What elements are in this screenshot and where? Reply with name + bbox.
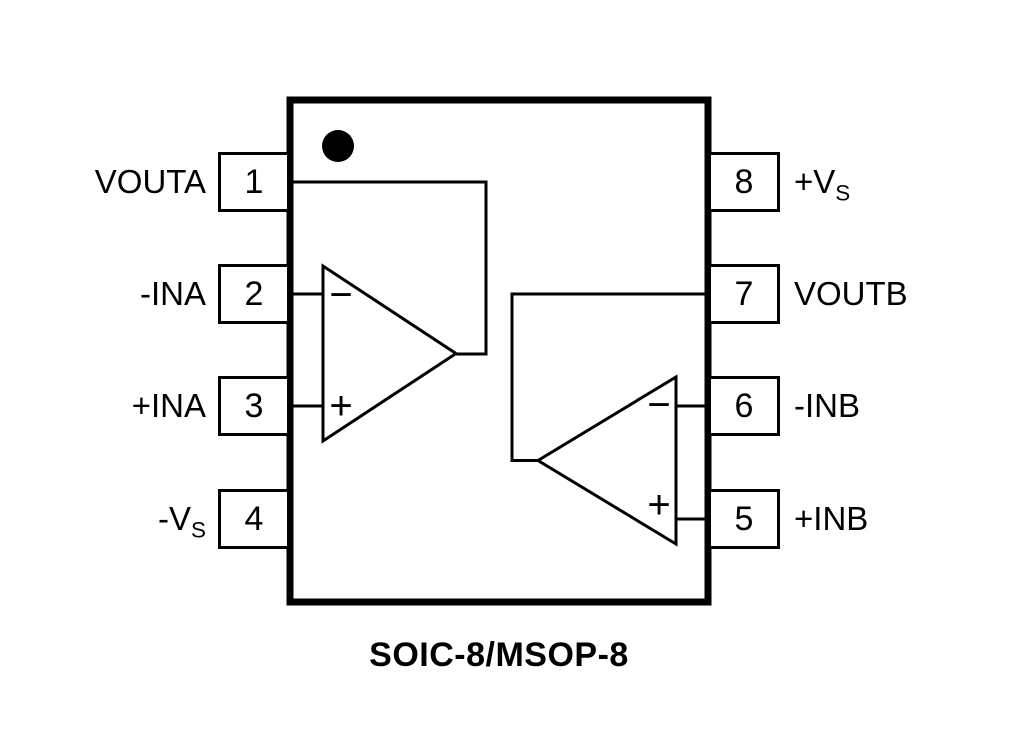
- pin-4-label-subscript: S: [191, 517, 206, 543]
- opamp-b-output-wire: [510, 292, 708, 462]
- pin-number-5: 5: [734, 499, 754, 538]
- pin-2-label: -INA: [16, 264, 206, 324]
- pin1-indicator-dot: [322, 130, 354, 162]
- pin-5-label-text: +INB: [794, 500, 869, 537]
- pin-8-label-subscript: S: [835, 180, 851, 206]
- pin-2-label-text: -INA: [140, 275, 206, 312]
- pin-8-label: +VS: [794, 152, 1016, 212]
- package-name-label: SOIC-8/MSOP-8: [369, 636, 629, 674]
- pin-number-3: 3: [244, 386, 264, 425]
- pin-box-4: 4: [218, 489, 290, 549]
- pin-box-3: 3: [218, 376, 290, 436]
- pin-box-8: 8: [708, 152, 780, 212]
- pin-3-label: +INA: [16, 376, 206, 436]
- pin-3-label-text: +INA: [131, 387, 206, 424]
- opamp-b-triangle: [535, 374, 678, 547]
- pin-5-label: +INB: [794, 489, 1016, 549]
- pin-number-6: 6: [734, 386, 754, 425]
- pin-box-6: 6: [708, 376, 780, 436]
- opamp-a-output-feedback-wire: [290, 180, 488, 356]
- pin-7-label-text: VOUTB: [794, 275, 908, 312]
- pin-number-2: 2: [244, 274, 264, 313]
- pin-4-label: -VS: [16, 489, 206, 549]
- pin-box-5: 5: [708, 489, 780, 549]
- pin-8-label-text: +V: [794, 163, 836, 200]
- opamp-b-noninverting-input-sign: +: [647, 483, 670, 527]
- pin-6-label: -INB: [794, 376, 1016, 436]
- pin-1-label: VOUTA: [16, 152, 206, 212]
- opamp-a-noninverting-input-sign: +: [329, 384, 352, 428]
- pin-6-label-text: -INB: [794, 387, 860, 424]
- opamp-a-triangle: [321, 263, 459, 444]
- pin-7-label: VOUTB: [794, 264, 1016, 324]
- pin-number-4: 4: [244, 499, 264, 538]
- pin-number-7: 7: [734, 274, 754, 313]
- pin-box-1: 1: [218, 152, 290, 212]
- pin-4-label-text: -V: [158, 500, 192, 537]
- opamp-a-inverting-input-sign: −: [329, 273, 352, 317]
- pin-1-label-text: VOUTA: [94, 163, 206, 200]
- opamp-b-inverting-input-sign: −: [647, 383, 670, 427]
- pin-box-7: 7: [708, 264, 780, 324]
- pin-box-2: 2: [218, 264, 290, 324]
- pin-number-8: 8: [734, 162, 754, 201]
- pin-number-1: 1: [244, 162, 264, 201]
